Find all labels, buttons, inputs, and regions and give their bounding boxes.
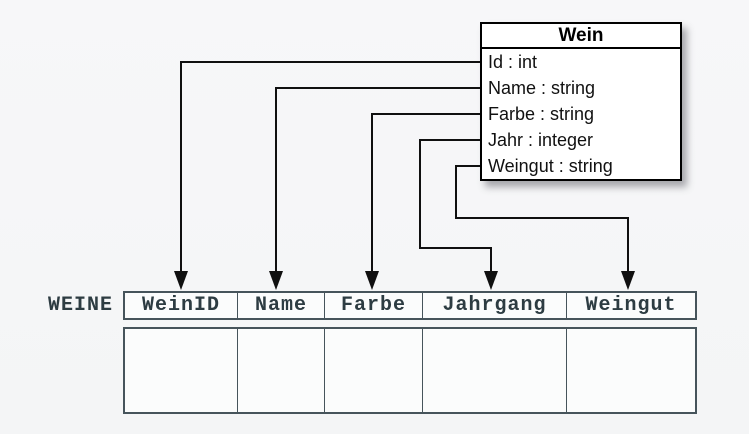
column-header-name: Name — [237, 293, 324, 318]
connector-weingut-to-weingut — [455, 165, 629, 271]
arrowhead-farbe — [365, 271, 379, 290]
column-header-farbe: Farbe — [324, 293, 422, 318]
class-attribute-weingut: Weingut : string — [488, 156, 613, 176]
class-attribute-farbe: Farbe : string — [488, 104, 595, 124]
body-cell-name — [237, 329, 324, 412]
arrowhead-weingut — [621, 271, 635, 290]
connector-name-to-name — [275, 87, 480, 271]
class-attribute-name: Name : string — [488, 78, 596, 98]
class-attribute-jahr: Jahr : integer — [488, 130, 594, 150]
connector-jahr-to-jahrgang — [419, 139, 492, 271]
class-attribute-id: Id : int — [488, 52, 538, 72]
arrowhead-name — [269, 271, 283, 290]
arrowhead-weinid — [174, 271, 188, 290]
table-name-label: WEINE — [47, 294, 113, 317]
table-body-row — [123, 327, 697, 414]
body-cell-jahrgang — [422, 329, 566, 412]
column-header-jahrgang: Jahrgang — [422, 293, 566, 318]
table-header-row: WeinID Name Farbe Jahrgang Weingut — [123, 291, 697, 320]
column-header-weinid: WeinID — [141, 294, 220, 317]
column-header-weingut: Weingut — [566, 293, 695, 318]
class-title: Wein — [482, 24, 680, 49]
body-cell-weinid — [125, 329, 237, 412]
uml-class-box: Wein Id : int Name : string Farbe : stri… — [480, 22, 682, 181]
connector-farbe-to-farbe — [371, 113, 480, 271]
body-cell-weingut — [566, 329, 695, 412]
body-cell-farbe — [324, 329, 422, 412]
connector-id-to-weinid — [180, 61, 480, 271]
class-attribute-list: Id : int Name : string Farbe : string Ja… — [482, 49, 680, 179]
arrowhead-jahrgang — [484, 271, 498, 290]
